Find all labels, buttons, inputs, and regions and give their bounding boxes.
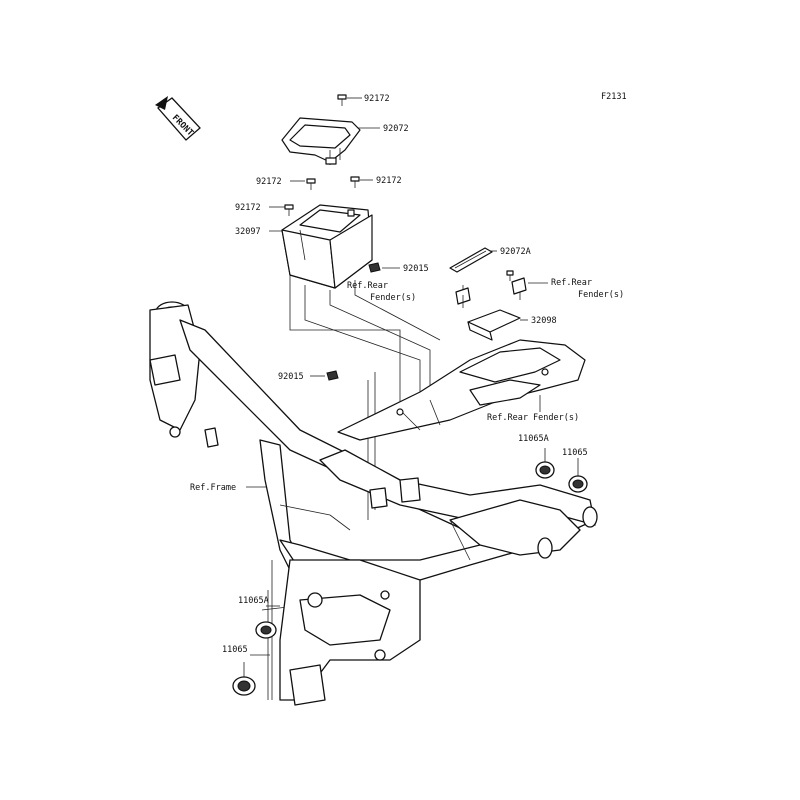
nut-clip-92015-upper [368, 262, 381, 273]
callout-ref-rear-fender-bottom: Ref.Rear Fender(s) [487, 413, 579, 423]
fender-clip-right [511, 277, 527, 295]
motorcycle-frame [149, 301, 598, 706]
callout-92172-top: 92172 [364, 94, 390, 104]
callout-92015-upper: 92015 [403, 264, 429, 274]
strap-92072A [449, 247, 493, 273]
grommet-11065A-left-icon [255, 621, 277, 639]
bolt-92172-icons [284, 94, 514, 281]
grommet-11065-right-icon [568, 475, 588, 493]
callout-labels: 92172 92072 92172 92172 92172 32097 9201… [190, 94, 624, 655]
figure-code: F2131 [601, 92, 627, 102]
callout-92015-lower: 92015 [278, 372, 304, 382]
callout-92172-mid-right: 92172 [376, 176, 402, 186]
callout-ref-rear-fender-left-2: Fender(s) [370, 293, 416, 303]
callout-11065A-right: 11065A [518, 434, 549, 444]
callout-ref-frame: Ref.Frame [190, 483, 236, 493]
leader-lines [243, 97, 579, 700]
callout-92172-left: 92172 [235, 203, 261, 213]
callout-92172-mid-left: 92172 [256, 177, 282, 187]
grommet-11065-left-icon [232, 676, 256, 696]
bracket-92072 [281, 117, 361, 165]
callout-32098: 32098 [531, 316, 557, 326]
callout-ref-rear-fender-left-1: Ref.Rear [347, 281, 388, 291]
callout-11065-right: 11065 [562, 448, 588, 458]
callout-32097: 32097 [235, 227, 261, 237]
front-arrow-icon: FRONT [155, 96, 201, 141]
callout-11065A-left: 11065A [238, 596, 269, 606]
callout-92072A: 92072A [500, 247, 531, 257]
callout-ref-rear-fender-right-1: Ref.Rear [551, 278, 592, 288]
callout-11065-left: 11065 [222, 645, 248, 655]
callout-ref-rear-fender-right-2: Fender(s) [578, 290, 624, 300]
grommet-11065A-right-icon [535, 461, 555, 479]
battery-case-32097 [281, 204, 373, 289]
cover-32098 [467, 309, 521, 341]
rear-fender [337, 339, 586, 441]
fender-clip-left [455, 287, 471, 308]
nut-clip-92015-lower [326, 370, 339, 381]
callout-92072: 92072 [383, 124, 409, 134]
